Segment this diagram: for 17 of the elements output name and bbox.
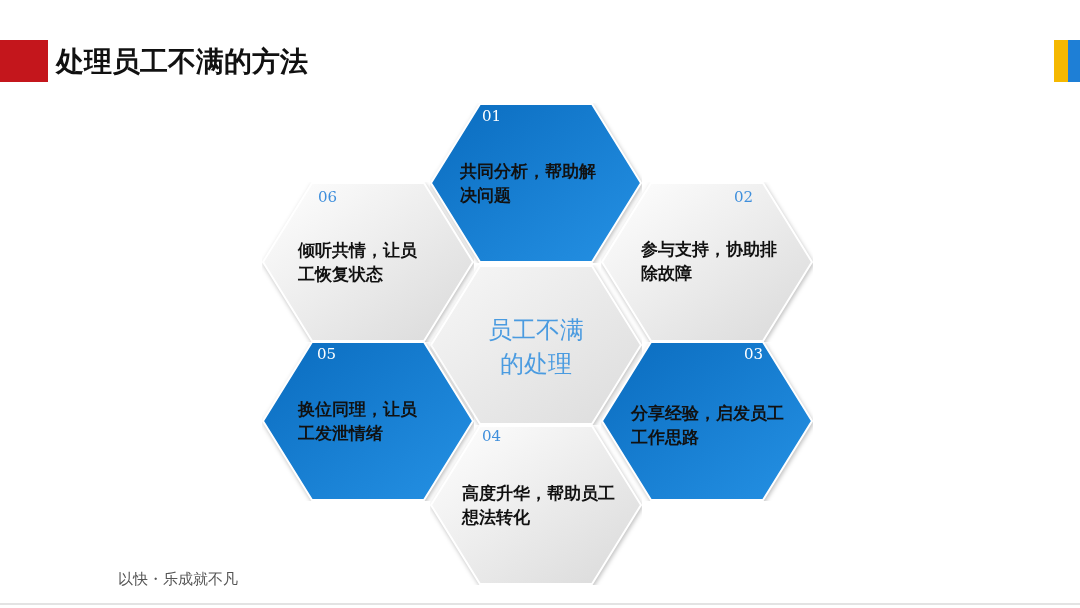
step-number: 06 — [318, 188, 338, 206]
step-number: 01 — [482, 107, 502, 125]
step-number: 03 — [743, 345, 763, 363]
hexagon-card — [601, 182, 813, 342]
step-number: 05 — [317, 345, 337, 363]
step-number: 04 — [482, 427, 502, 445]
step-text: 参与支持，协助排除故障 — [641, 238, 778, 285]
step-text: 换位同理，让员工发泄情绪 — [298, 398, 418, 445]
center-title: 员工不满的处理 — [487, 315, 585, 380]
footer-slogan: 以快・乐成就不凡 — [118, 570, 238, 589]
step-text: 高度升华，帮助员工想法转化 — [462, 482, 616, 529]
step-text: 分享经验，启发员工工作思路 — [631, 402, 785, 449]
slide-title: 处理员工不满的方法 — [56, 44, 308, 80]
hexagon-card — [430, 103, 642, 263]
step-text: 倾听共情，让员工恢复状态 — [298, 239, 418, 286]
step-text: 共同分析，帮助解决问题 — [460, 160, 597, 207]
step-number: 02 — [733, 188, 753, 206]
